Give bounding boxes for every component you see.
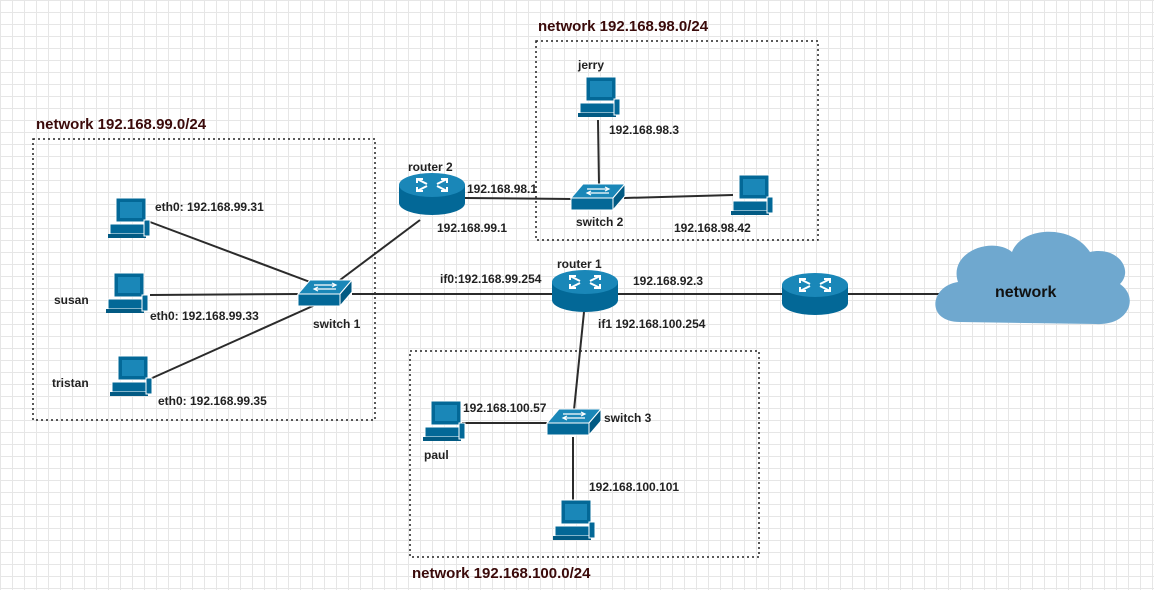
router-1-label: router 1 (557, 257, 602, 271)
router1-if1-address: if1 192.168.100.254 (598, 317, 706, 331)
network-100-box (409, 350, 760, 558)
router-3-icon[interactable] (781, 272, 849, 316)
link-jerry-switch2 (597, 119, 600, 185)
link-router1-switch3 (573, 311, 585, 411)
router2-98-address: 192.168.98.1 (467, 182, 538, 196)
network-98-box (535, 40, 819, 241)
link-tristan-switch1 (149, 304, 316, 380)
computer-susan-icon[interactable] (105, 272, 149, 314)
pc100-101-address: 192.168.100.101 (589, 480, 680, 494)
paul-address: 192.168.100.57 (463, 401, 547, 415)
switch-1-label: switch 1 (313, 317, 361, 331)
link-pc1-switch1 (149, 221, 319, 286)
pc98-42-address: 192.168.98.42 (674, 221, 751, 235)
router2-99-address: 192.168.99.1 (437, 221, 508, 235)
switch-1-icon[interactable] (297, 279, 353, 307)
pc1-address: eth0: 192.168.99.31 (155, 200, 264, 214)
network-100-title: network 192.168.100.0/24 (412, 565, 591, 582)
link-switch1-router2 (339, 219, 421, 281)
computer-pc100-101-icon[interactable] (552, 499, 596, 541)
router1-if0-address: if0:192.168.99.254 (440, 272, 542, 286)
router-2-icon[interactable] (398, 172, 466, 216)
switch-2-label: switch 2 (576, 215, 624, 229)
cloud-label: network (995, 284, 1057, 301)
computer-jerry-icon[interactable] (577, 76, 621, 118)
switch-3-label: switch 3 (604, 411, 652, 425)
network-99-box (32, 138, 376, 421)
link-susan-switch1 (149, 293, 301, 296)
router-1-icon[interactable] (551, 269, 619, 313)
computer-tristan-icon[interactable] (109, 355, 153, 397)
computer-pc1-icon[interactable] (107, 197, 151, 239)
network-98-title: network 192.168.98.0/24 (538, 18, 709, 35)
jerry-label: jerry (578, 58, 605, 72)
router-2-label: router 2 (408, 160, 453, 174)
link-router2-switch2 (464, 197, 573, 200)
jerry-address: 192.168.98.3 (609, 123, 680, 137)
tristan-address: eth0: 192.168.99.35 (158, 394, 267, 408)
tristan-label: tristan (52, 376, 89, 390)
links (149, 119, 942, 500)
susan-label: susan (54, 293, 89, 307)
switch-3-icon[interactable] (546, 408, 602, 436)
router1-92-address: 192.168.92.3 (633, 274, 704, 288)
computer-paul-icon[interactable] (422, 400, 466, 442)
susan-address: eth0: 192.168.99.33 (150, 309, 259, 323)
network-99-title: network 192.168.99.0/24 (36, 116, 207, 133)
internet-cloud (935, 231, 1130, 325)
link-switch2-pc98 (623, 194, 734, 199)
computer-pc98-42-icon[interactable] (730, 174, 774, 216)
paul-label: paul (424, 448, 449, 462)
switch-2-icon[interactable] (570, 183, 626, 211)
